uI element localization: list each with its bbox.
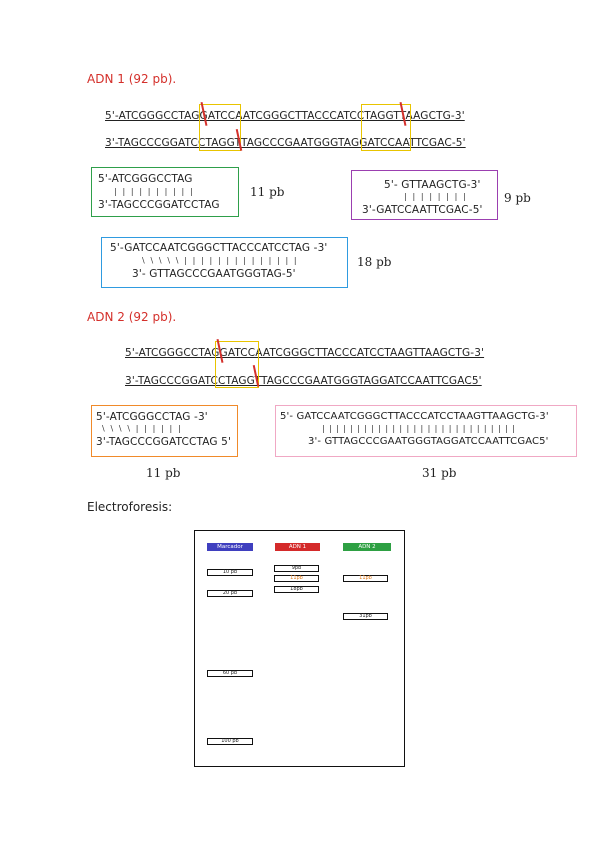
- adn1-fragment-3-size: 18 pb: [357, 255, 392, 269]
- marker-band-20: 20 pb: [207, 590, 253, 597]
- adn1-restriction-site-2: [361, 104, 411, 151]
- fragment-bonds: | | | | | | | | | |: [114, 187, 195, 196]
- adn2-top-strand: 5'-ATCGGGCCTAGGATCCAATCGGGCTTACCCATCCTAA…: [125, 347, 485, 359]
- fragment-bottom: 3'-GATCCAATTCGAC-5': [362, 204, 483, 216]
- adn2-restriction-site: [215, 341, 259, 388]
- fragment-bonds: \ \ \ \ \ | | | | | | | | | | | | | |: [142, 256, 299, 265]
- lane-header-adn1: ADN 1: [275, 543, 320, 551]
- marker-band-100: 100 pb: [207, 738, 253, 745]
- adn1-bottom-strand: 3'-TAGCCCGGATCCTAGGTTAGCCCGAATGGGTAGGATC…: [105, 137, 466, 149]
- adn2-title: ADN 2 (92 pb).: [87, 310, 177, 324]
- fragment-bonds: | | | | | | | | | | | | | | | | | | | | …: [322, 424, 516, 433]
- adn2-fragment-2-size: 31 pb: [422, 466, 457, 480]
- fragment-bottom: 3'- GTTAGCCCGAATGGGTAG-5': [132, 268, 296, 280]
- adn2-band-11: 11pb: [343, 575, 388, 582]
- fragment-top: 5'- GATCCAATCGGGCTTACCCATCCTAAGTTAAGCTG-…: [280, 411, 549, 422]
- lane-header-marker: Marcador: [207, 543, 253, 551]
- fragment-bottom: 3'- GTTAGCCCGAATGGGTAGGATCCAATTCGAC5': [308, 436, 549, 447]
- adn1-top-strand: 5'-ATCGGGCCTAGGATCCAATCGGGCTTACCCATCCTAG…: [105, 110, 465, 122]
- electrophoresis-title: Electroforesis:: [87, 500, 173, 514]
- electrophoresis-gel: Marcador ADN 1 ADN 2 10 pb 20 pb 60 pb 1…: [194, 530, 405, 767]
- adn1-band-9: 9pb: [274, 565, 319, 572]
- adn2-fragment-2-box: 5'- GATCCAATCGGGCTTACCCATCCTAAGTTAAGCTG-…: [275, 405, 577, 457]
- marker-band-60: 60 pb: [207, 670, 253, 677]
- adn1-band-11: 11pb: [274, 575, 319, 582]
- adn1-title: ADN 1 (92 pb).: [87, 72, 177, 86]
- fragment-top: 5'-ATCGGGCCTAG -3': [96, 411, 208, 423]
- marker-band-10: 10 pb: [207, 569, 253, 576]
- adn1-fragment-2-size: 9 pb: [504, 191, 531, 205]
- adn2-fragment-1-box: 5'-ATCGGGCCTAG -3' \ \ \ \ | | | | | | 3…: [91, 405, 238, 457]
- adn1-fragment-1-size: 11 pb: [250, 185, 285, 199]
- fragment-bonds: | | | | | | | |: [404, 192, 468, 201]
- adn1-fragment-3-box: 5'-GATCCAATCGGGCTTACCCATCCTAG -3' \ \ \ …: [101, 237, 348, 288]
- adn1-restriction-site-1: [199, 104, 241, 151]
- adn1-fragment-1-box: 5'-ATCGGGCCTAG | | | | | | | | | | 3'-TA…: [91, 167, 239, 217]
- fragment-top: 5'- GTTAAGCTG-3': [384, 179, 481, 191]
- adn2-band-31: 31pb: [343, 613, 388, 620]
- lane-header-adn2: ADN 2: [343, 543, 391, 551]
- fragment-top: 5'-GATCCAATCGGGCTTACCCATCCTAG -3': [110, 242, 328, 254]
- adn1-fragment-2-box: 5'- GTTAAGCTG-3' | | | | | | | | 3'-GATC…: [351, 170, 498, 220]
- adn2-bottom-strand: 3'-TAGCCCGGATCCTAGGTTAGCCCGAATGGGTAGGATC…: [125, 375, 482, 387]
- fragment-bottom: 3'-TAGCCCGGATCCTAG: [98, 199, 220, 211]
- fragment-bottom: 3'-TAGCCCGGATCCTAG 5': [96, 436, 232, 448]
- adn1-band-18: 18pb: [274, 586, 319, 593]
- adn2-fragment-1-size: 11 pb: [146, 466, 181, 480]
- fragment-top: 5'-ATCGGGCCTAG: [98, 173, 193, 185]
- fragment-bonds: \ \ \ \ | | | | | |: [102, 424, 183, 433]
